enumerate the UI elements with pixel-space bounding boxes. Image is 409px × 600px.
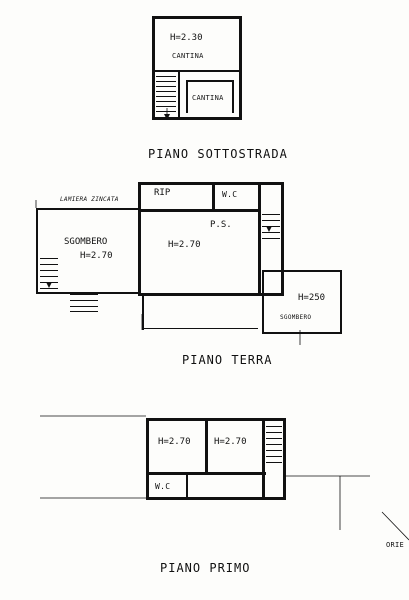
plan-title: PIANO SOTTOSTRADA (148, 147, 288, 161)
wall (36, 208, 38, 294)
wall (138, 182, 141, 296)
wall (138, 182, 284, 185)
wall (212, 185, 215, 209)
wall (178, 72, 180, 117)
wall (146, 497, 286, 500)
room-height-label: H=2.70 (80, 251, 113, 261)
wall (232, 80, 234, 113)
room-name-label: P.S. (210, 220, 232, 230)
wall (36, 208, 140, 210)
room-name-label: RIP (154, 188, 171, 198)
wall (186, 475, 188, 497)
staircase (40, 258, 58, 290)
wall (262, 270, 264, 334)
room-name-label: W.C (155, 482, 171, 491)
entrance-steps (70, 294, 98, 312)
wall (152, 16, 155, 120)
wall (262, 332, 342, 334)
plan-title: PIANO PRIMO (160, 561, 251, 575)
staircase (262, 214, 280, 244)
wall (36, 292, 140, 294)
wall (283, 418, 286, 500)
room-name-label: SGOMBERO (64, 237, 108, 247)
wall (262, 270, 342, 272)
staircase (156, 76, 176, 112)
staircase (266, 426, 282, 466)
wall (239, 16, 242, 120)
room-name-label: SGOMBERO (280, 314, 312, 321)
wall (205, 421, 208, 472)
wall (262, 421, 265, 497)
wall (186, 80, 188, 113)
room-height-label: H=2.70 (168, 240, 201, 250)
wall (146, 418, 286, 421)
room-name-label: CANTINA (172, 52, 204, 60)
wall (340, 270, 342, 334)
wall (152, 117, 242, 120)
orientation-label: ORIE (386, 541, 405, 549)
wall (186, 80, 234, 82)
wall (142, 328, 258, 329)
wall (142, 296, 144, 330)
room-name-label: W.C (222, 190, 238, 199)
wall (258, 185, 261, 293)
room-height-label: H=250 (298, 293, 326, 303)
wall (152, 16, 242, 19)
note-label: LAMIERA ZINCATA (60, 196, 119, 203)
wall (138, 209, 260, 212)
wall (281, 182, 284, 296)
wall (138, 293, 284, 296)
room-height-label: H=2.70 (158, 437, 191, 447)
room-height-label: H=2.30 (170, 33, 203, 43)
wall (146, 418, 149, 500)
room-name-label: CANTINA (192, 94, 224, 102)
wall (152, 70, 242, 72)
plan-title: PIANO TERRA (182, 353, 273, 367)
wall (146, 472, 266, 475)
room-height-label: H=2.70 (214, 437, 247, 447)
